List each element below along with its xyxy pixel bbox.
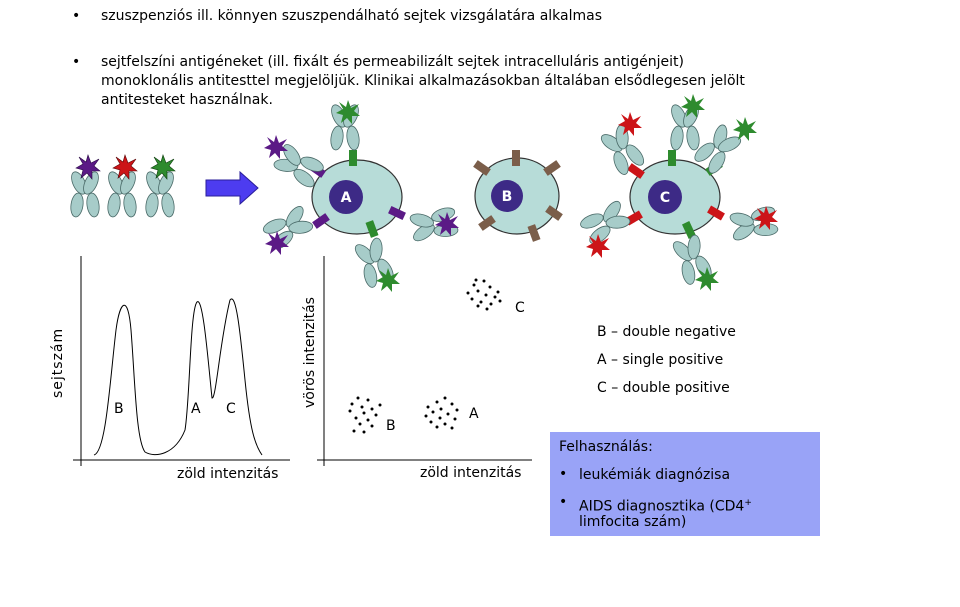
- bullet-text-suspension: szuszpenziós ill. könnyen szuszpendálhat…: [101, 8, 603, 24]
- legend-c: C – double positive: [597, 380, 730, 396]
- dot: [374, 413, 378, 417]
- dot: [484, 293, 488, 297]
- cluster-c-label: C: [515, 300, 525, 316]
- dot: [476, 304, 480, 308]
- cluster-c-dots: [466, 278, 502, 311]
- dot: [429, 420, 433, 424]
- cluster-b-dots: [348, 396, 382, 434]
- dot: [443, 396, 447, 400]
- usage-item-aids-cont: limfocita szám): [579, 514, 687, 530]
- usage-box: Felhasználás: • leukémiák diagnózisa • A…: [550, 432, 820, 536]
- cluster-b-label: B: [386, 418, 396, 434]
- histogram: [73, 256, 290, 466]
- dot: [358, 422, 362, 426]
- dot: [370, 407, 374, 411]
- dot: [453, 417, 457, 421]
- dot: [493, 295, 497, 299]
- dot: [450, 426, 454, 430]
- dot: [360, 405, 364, 409]
- peak-b-label: B: [114, 401, 124, 417]
- dot: [438, 416, 442, 420]
- dot: [498, 299, 502, 303]
- cell-c-label: C: [660, 190, 670, 206]
- dot: [488, 285, 492, 289]
- dot: [455, 408, 459, 412]
- dot: [466, 291, 470, 295]
- cell-a-label: A: [341, 190, 352, 206]
- dot: [470, 297, 474, 301]
- dot: [431, 410, 435, 414]
- dot: [426, 405, 430, 409]
- legend-b: B – double negative: [597, 324, 736, 340]
- usage-title: Felhasználás:: [559, 439, 653, 455]
- bullet-mark: •: [559, 466, 568, 482]
- dot: [356, 396, 360, 400]
- dot: [378, 403, 382, 407]
- cluster-a-dots: [424, 396, 459, 430]
- histogram-curve: [93, 298, 263, 456]
- usage-item-aids: AIDS diagnosztika (CD4+: [579, 498, 752, 515]
- dot: [435, 400, 439, 404]
- dot: [362, 411, 366, 415]
- dot: [424, 414, 428, 418]
- dot: [443, 422, 447, 426]
- dot: [350, 402, 354, 406]
- dot: [489, 302, 493, 306]
- dot: [485, 307, 489, 311]
- histogram-y-label: sejtszám: [50, 327, 66, 398]
- cell-a: A: [259, 100, 461, 292]
- dot: [450, 402, 454, 406]
- cell-b: B: [473, 150, 563, 242]
- dot: [352, 429, 356, 433]
- cluster-a-label: A: [469, 406, 479, 422]
- bullet-mark: •: [72, 54, 81, 70]
- dot: [362, 430, 366, 434]
- bullet-mark: •: [559, 494, 568, 510]
- free-antibody-red: [105, 154, 139, 219]
- dot: [366, 398, 370, 402]
- usage-item-leukemia: leukémiák diagnózisa: [579, 467, 731, 483]
- dot: [496, 290, 500, 294]
- bullet-mark: •: [72, 8, 81, 24]
- dot-plot: [317, 256, 532, 466]
- dot: [370, 424, 374, 428]
- bullet-text-antigens: sejtfelszíni antigéneket (ill. fixált és…: [101, 54, 745, 108]
- dot: [354, 416, 358, 420]
- dot: [474, 278, 478, 282]
- dot: [472, 283, 476, 287]
- dot: [435, 425, 439, 429]
- dot: [366, 418, 370, 422]
- dotplot-y-label: vörös intenzitás: [302, 297, 318, 408]
- peak-a-label: A: [191, 401, 201, 417]
- dot: [446, 412, 450, 416]
- free-antibody-purple: [68, 154, 102, 219]
- dot: [482, 279, 486, 283]
- histogram-x-label: zöld intenzitás: [177, 466, 279, 482]
- legend-a: A – single positive: [597, 352, 724, 368]
- cell-b-label: B: [502, 189, 513, 205]
- dot: [439, 407, 443, 411]
- cell-c: C: [576, 94, 781, 291]
- dot: [476, 289, 480, 293]
- peak-c-label: C: [226, 401, 236, 417]
- dot: [479, 300, 483, 304]
- arrow-right-icon: [205, 170, 259, 206]
- dotplot-x-label: zöld intenzitás: [420, 465, 522, 481]
- dot: [348, 409, 352, 413]
- free-antibody-green: [143, 154, 177, 219]
